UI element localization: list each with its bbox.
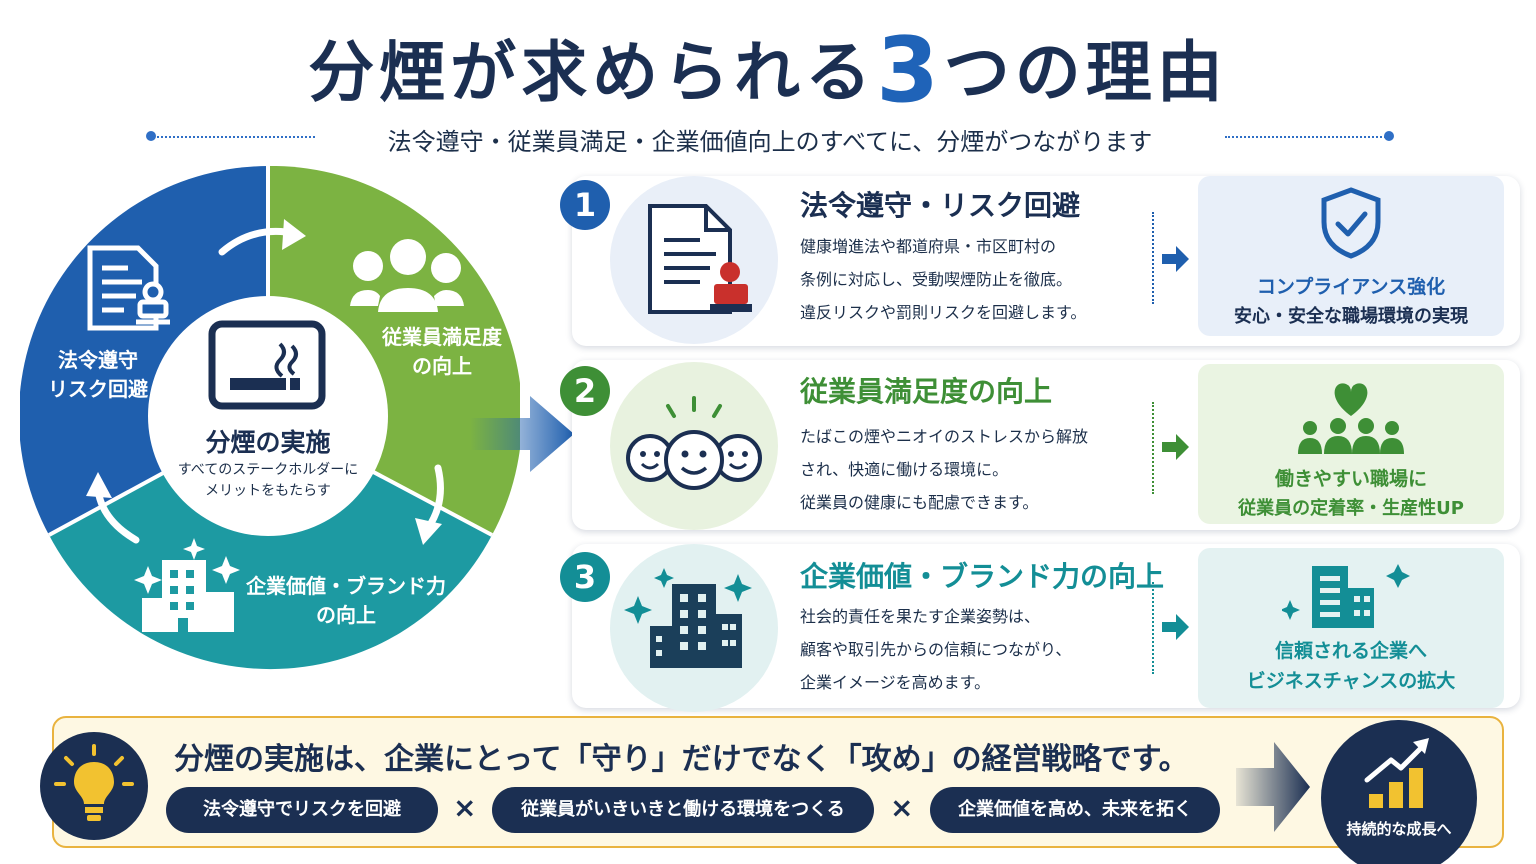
reason-title-2: 従業員満足度の向上 [800, 375, 1053, 408]
subtitle-divider-right [1225, 136, 1390, 138]
result-box-2: 働きやすい職場に 従業員の定着率・生産性UP [1198, 364, 1504, 524]
subtitle-row: 法令遵守・従業員満足・企業価値向上のすべてに、分煙がつながります [146, 122, 1394, 156]
reason-desc-3: 社会的責任を果たす企業姿勢は、 顧客や取引先からの信頼につながり、 企業イメージ… [800, 607, 1072, 692]
subtitle-divider-left [150, 136, 315, 138]
subtitle-dot-left [146, 131, 156, 141]
wheel-label-value: 企業価値・ブランド力 の向上 [246, 574, 446, 627]
growth-chart-icon [1364, 738, 1429, 808]
wheel-center [148, 296, 388, 536]
reason-title-3: 企業価値・ブランド力の向上 [800, 560, 1165, 593]
smiling-people-icon [350, 239, 464, 312]
heart-people-icon [1298, 383, 1404, 454]
title-after: つの理由 [943, 34, 1228, 111]
summary-title: 分煙の実施は、企業にとって「守り」だけでなく「攻め」の経営戦略です。 [174, 742, 1189, 777]
times-sign-1: × [453, 791, 477, 824]
times-sign-2: × [890, 791, 914, 824]
arrow-right-icon [1162, 246, 1189, 272]
reason-divider-2 [1152, 402, 1154, 494]
result-line-3b: ビジネスチャンスの拡大 [1246, 670, 1456, 692]
reason-divider-3 [1152, 582, 1154, 674]
cigarette-sign-icon [208, 320, 326, 410]
document-stamp-icon [648, 204, 752, 314]
result-line-1a: コンプライアンス強化 [1256, 276, 1446, 298]
growth-arrow-icon [1236, 742, 1310, 832]
pill-compliance: 法令遵守でリスクを回避 [166, 787, 438, 833]
reason-badge-2: 2 [560, 366, 610, 416]
document-stamp-icon [87, 245, 170, 331]
reason-icon-bg-3 [610, 544, 778, 712]
shield-check-icon [1321, 187, 1381, 259]
buildings-sparkle-icon [624, 568, 752, 668]
result-line-2b: 従業員の定着率・生産性UP [1238, 498, 1464, 519]
wheel-label-compliance: 法令遵守 リスク回避 [48, 348, 148, 401]
result-box-1: コンプライアンス強化 安心・安全な職場環境の実現 [1198, 176, 1504, 336]
buildings-sparkle-icon [134, 538, 240, 632]
pill-employees: 従業員がいきいきと働ける環境をつくる [492, 787, 874, 833]
cycle-wheel [20, 166, 520, 670]
cycle-arrow-top [218, 227, 290, 256]
wheel-label-satisfaction: 従業員満足度 の向上 [382, 325, 502, 378]
reason-icon-bg-1 [610, 176, 778, 344]
reason-icon-bg-2 [610, 362, 778, 530]
result-line-2a: 働きやすい職場に [1274, 468, 1427, 490]
smiling-people-icon [626, 396, 762, 490]
main-arrow-icon [470, 396, 574, 472]
reason-desc-1: 健康増進法や都道府県・市区町村の 条例に対応し、受動喫煙防止を徹底。 違反リスク… [800, 237, 1087, 322]
result-line-3a: 信頼される企業へ [1274, 640, 1427, 662]
reason-desc-2: たばこの煙やニオイのストレスから解放 され、快適に働ける環境に。 従業員の健康に… [800, 427, 1089, 512]
reason-badge-1: 1 [560, 180, 610, 230]
bulb-badge [40, 732, 148, 840]
result-box-3: 信頼される企業へ ビジネスチャンスの拡大 [1198, 548, 1504, 708]
growth-badge [1321, 720, 1477, 864]
arrow-right-icon [1162, 434, 1189, 460]
page-subtitle: 法令遵守・従業員満足・企業価値向上のすべてに、分煙がつながります [387, 128, 1153, 156]
result-line-1b: 安心・安全な職場環境の実現 [1234, 306, 1468, 327]
reason-title-1: 法令遵守・リスク回避 [800, 189, 1081, 222]
office-building-icon [1282, 564, 1410, 628]
title-number: 3 [876, 18, 944, 123]
subtitle-dot-right [1384, 131, 1394, 141]
growth-label: 持続的な成長へ [1346, 820, 1452, 838]
reason-divider-1 [1152, 212, 1154, 304]
wheel-center-title: 分煙の実施 [205, 428, 331, 457]
page-title: 分煙が求められる3つの理由 [0, 18, 1536, 123]
wheel-center-desc: すべてのステークホルダーに メリットをもたらす [177, 462, 359, 499]
arrow-right-icon [1162, 614, 1189, 640]
title-before: 分煙が求められる [308, 34, 877, 111]
pill-value: 企業価値を高め、未来を拓く [930, 787, 1220, 833]
reason-badge-3: 3 [560, 552, 610, 602]
lightbulb-icon [54, 744, 134, 821]
